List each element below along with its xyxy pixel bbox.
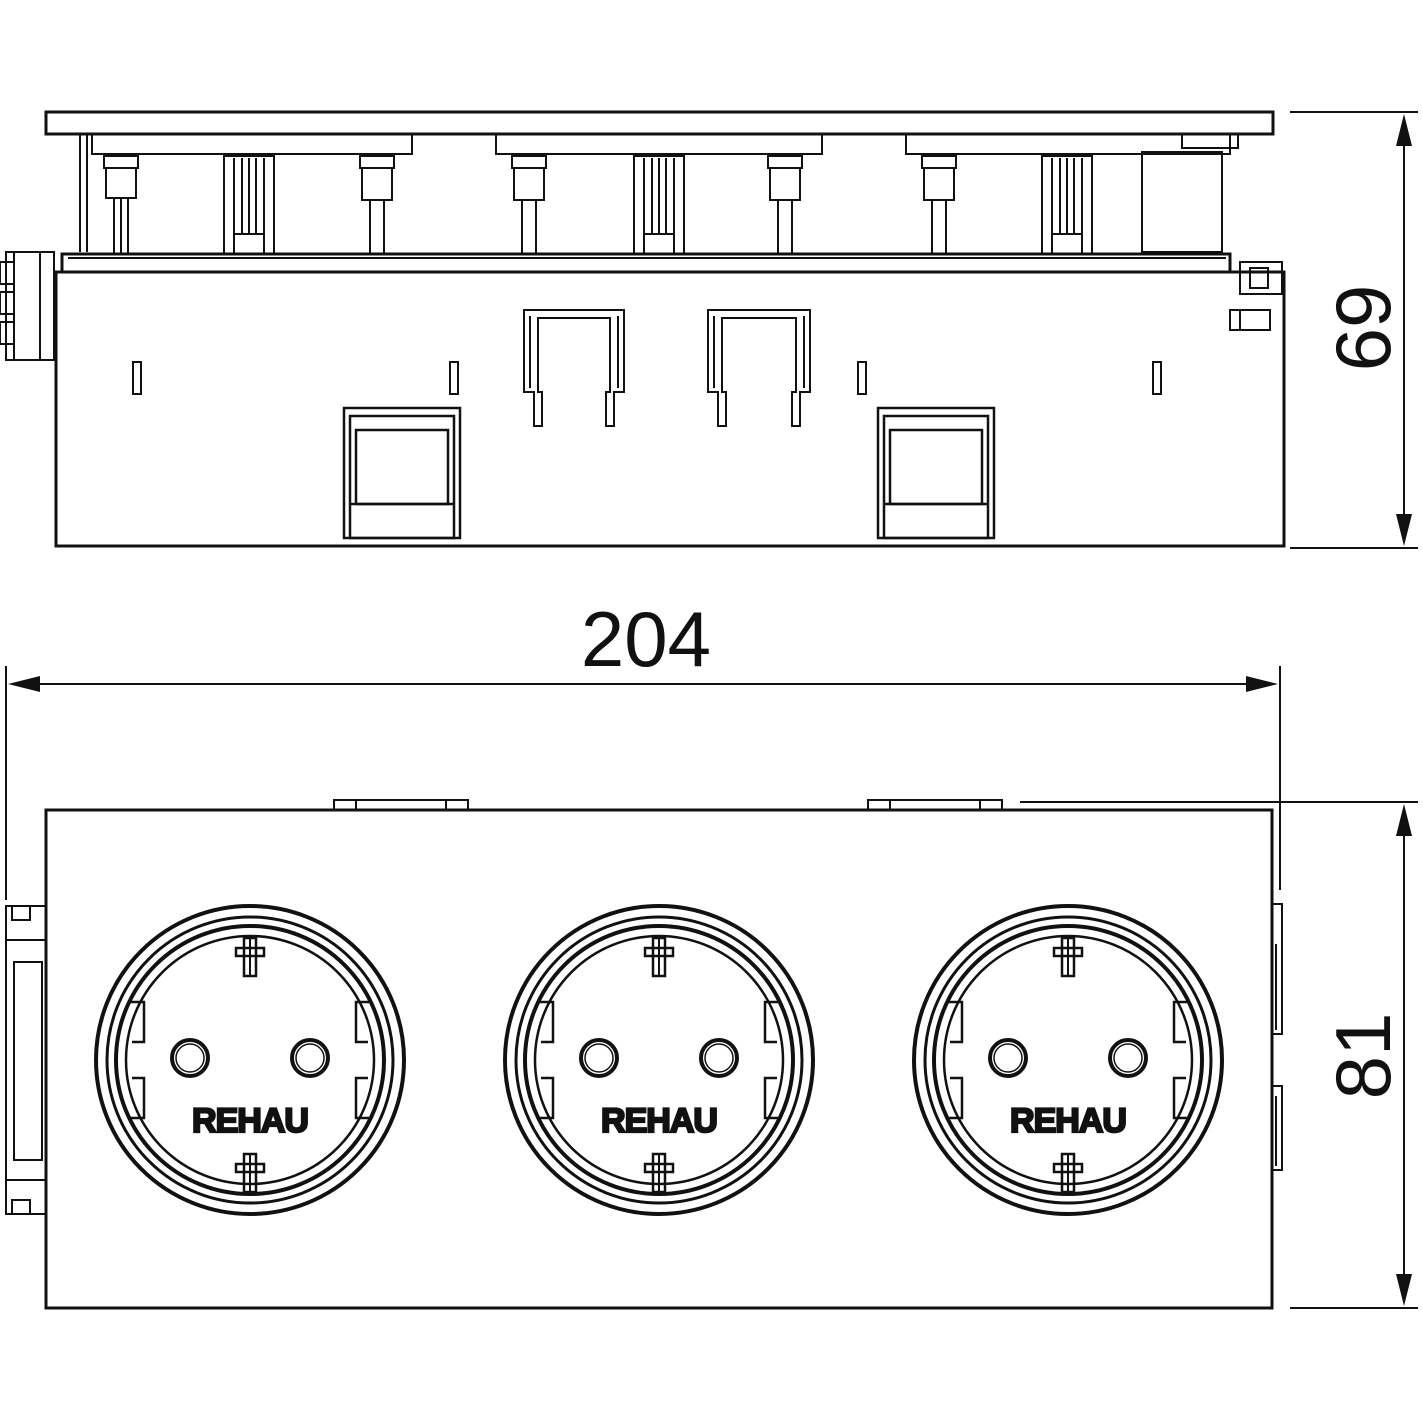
- width-dimension-label: 204: [581, 595, 711, 683]
- socket-outlets: REHAU REHAU REHAU: [94, 904, 1224, 1216]
- depth-dimension-label: 81: [1319, 1013, 1407, 1100]
- top-left-clamp: [5, 905, 47, 1215]
- pin-hole: [699, 1038, 739, 1078]
- depth-dimension: 81: [1319, 804, 1412, 1306]
- earth-contact: [643, 936, 675, 978]
- left-clamp: [0, 251, 55, 361]
- pin-hole: [1108, 1038, 1148, 1078]
- earth-contact: [1052, 936, 1084, 978]
- vent-slots: [132, 361, 1162, 395]
- cable-clamp-right: [707, 309, 811, 427]
- pin-hole: [579, 1038, 619, 1078]
- pin-hole: [988, 1038, 1028, 1078]
- earth-contact: [234, 936, 266, 978]
- earth-contact: [1052, 1152, 1084, 1194]
- height-dimension-label: 69: [1319, 285, 1407, 372]
- contact-pins: [103, 155, 957, 254]
- cover-plate: [44, 110, 1275, 136]
- housing-rail: [60, 252, 1232, 274]
- top-right-clips: [1271, 903, 1283, 1171]
- top-frame: [44, 808, 1274, 1310]
- brand-label: REHAU: [1010, 1102, 1126, 1140]
- knockout-right: [876, 406, 996, 540]
- housing-box: [54, 270, 1286, 548]
- pin-hole: [170, 1038, 210, 1078]
- brand-label: REHAU: [601, 1102, 717, 1140]
- earth-clips: [223, 155, 1093, 255]
- outlet-outer-ring: [94, 904, 406, 1216]
- socket-outlet: REHAU: [912, 904, 1224, 1216]
- cable-clamp-left: [523, 309, 625, 427]
- top-view: REHAU REHAU REHAU: [5, 799, 1418, 1310]
- socket-outlet: REHAU: [94, 904, 406, 1216]
- earth-contact: [234, 1152, 266, 1194]
- pin-hole: [290, 1038, 330, 1078]
- width-dimension: 204: [5, 595, 1281, 900]
- right-clip: [1229, 261, 1283, 331]
- socket-outlet: REHAU: [503, 904, 815, 1216]
- height-dimension: 69: [1290, 111, 1418, 549]
- earth-contact: [643, 1152, 675, 1194]
- side-view: [0, 110, 1286, 548]
- knockout-left: [342, 406, 462, 540]
- outlet-outer-ring: [503, 904, 815, 1216]
- outlet-outer-ring: [912, 904, 1224, 1216]
- brand-label: REHAU: [192, 1102, 308, 1140]
